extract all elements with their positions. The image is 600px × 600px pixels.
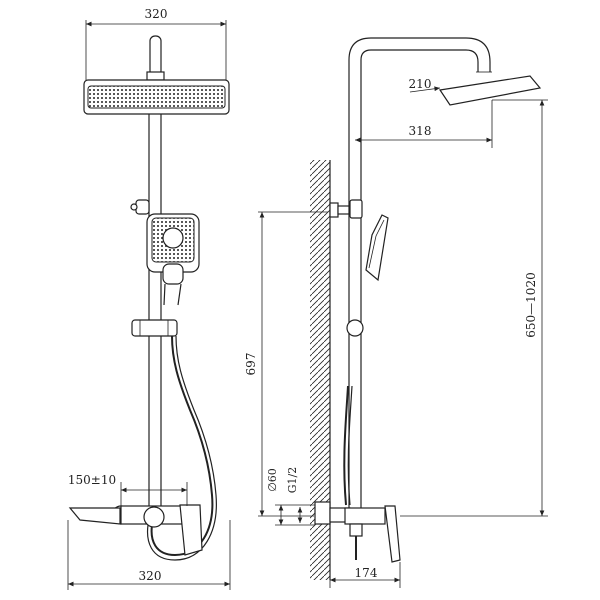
bracket-height-label: 697 xyxy=(244,353,258,376)
diameter-label: ∅60 xyxy=(266,468,279,492)
front-rain-shower-head xyxy=(83,79,230,115)
wall-offset-dimension: 150±10 xyxy=(68,473,188,506)
head-size-label: 210 xyxy=(409,77,432,91)
front-hose xyxy=(146,335,217,561)
front-mixer-valve xyxy=(68,504,203,556)
side-view: 210 318 xyxy=(244,37,548,588)
wall-offset-label: 150±10 xyxy=(68,473,116,487)
front-riser-pipe xyxy=(148,114,162,510)
front-diverter-knob xyxy=(130,199,150,215)
bottom-width-dimension: 320 xyxy=(67,520,231,590)
bottom-width-label: 320 xyxy=(139,569,162,583)
front-view: 320 xyxy=(67,7,231,590)
side-hand-shower xyxy=(346,214,389,337)
arm-reach-label: 318 xyxy=(409,124,432,138)
front-shower-arm xyxy=(146,35,165,81)
top-width-dimension: 320 xyxy=(85,7,227,80)
head-size-dimension: 210 xyxy=(409,77,441,93)
top-width-label: 320 xyxy=(145,7,168,21)
depth-dimension: 174 xyxy=(329,540,401,588)
side-wall-bracket xyxy=(329,199,363,219)
side-mixer-valve xyxy=(314,501,401,563)
bracket-height-dimension: 697 xyxy=(244,211,328,517)
connection-dimensions: ∅60 G1/2 xyxy=(266,467,315,526)
side-rain-shower-head xyxy=(438,71,542,106)
rail-range-label: 650—1020 xyxy=(524,272,538,337)
front-hand-shower xyxy=(146,213,200,306)
front-slide-holder xyxy=(131,319,178,337)
thread-label: G1/2 xyxy=(286,467,299,494)
rail-range-dimension: 650—1020 xyxy=(400,99,548,517)
depth-label: 174 xyxy=(355,566,378,580)
arm-reach-dimension: 318 xyxy=(355,100,493,148)
side-riser-and-arm xyxy=(348,37,491,520)
